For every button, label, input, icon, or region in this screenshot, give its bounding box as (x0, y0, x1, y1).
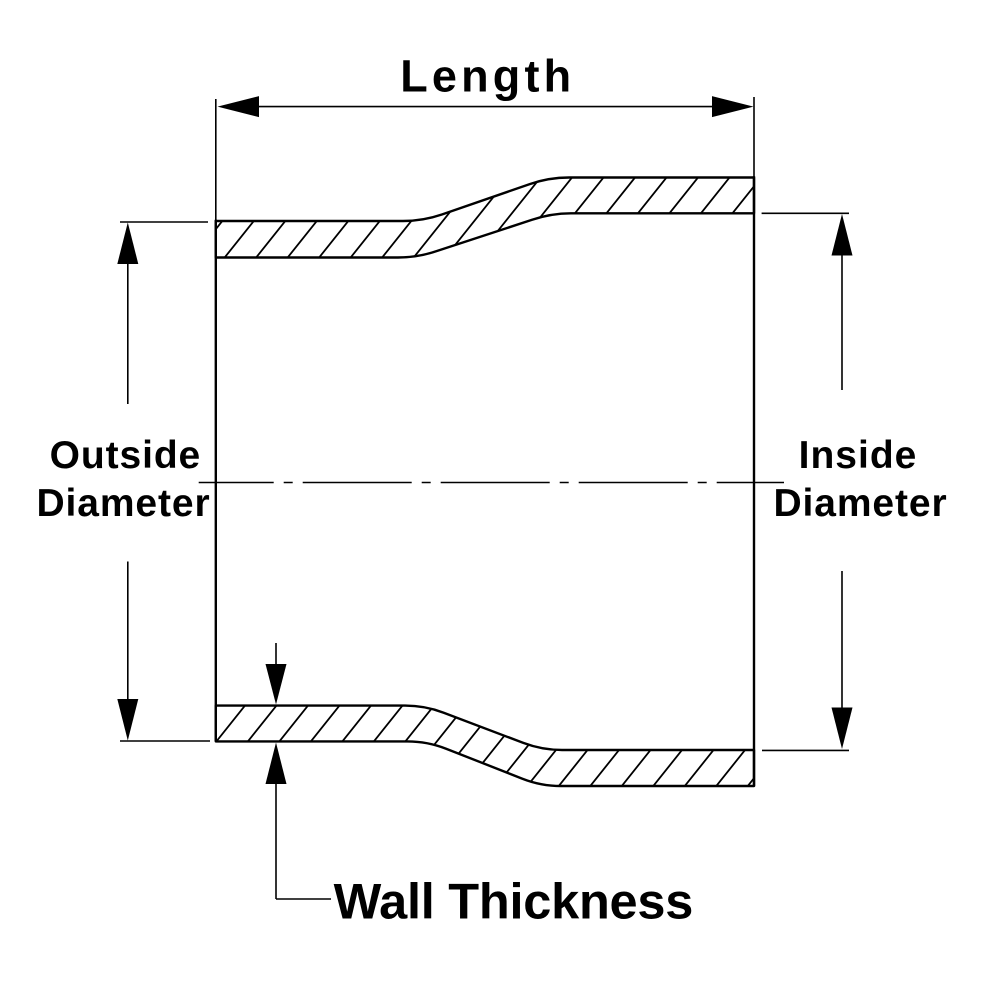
svg-text:Wall Thickness: Wall Thickness (334, 873, 693, 930)
svg-text:Diameter: Diameter (36, 482, 210, 525)
svg-text:Outside: Outside (50, 434, 201, 477)
svg-text:Length: Length (400, 51, 575, 102)
svg-text:Inside: Inside (799, 434, 918, 477)
svg-text:Diameter: Diameter (773, 482, 947, 525)
